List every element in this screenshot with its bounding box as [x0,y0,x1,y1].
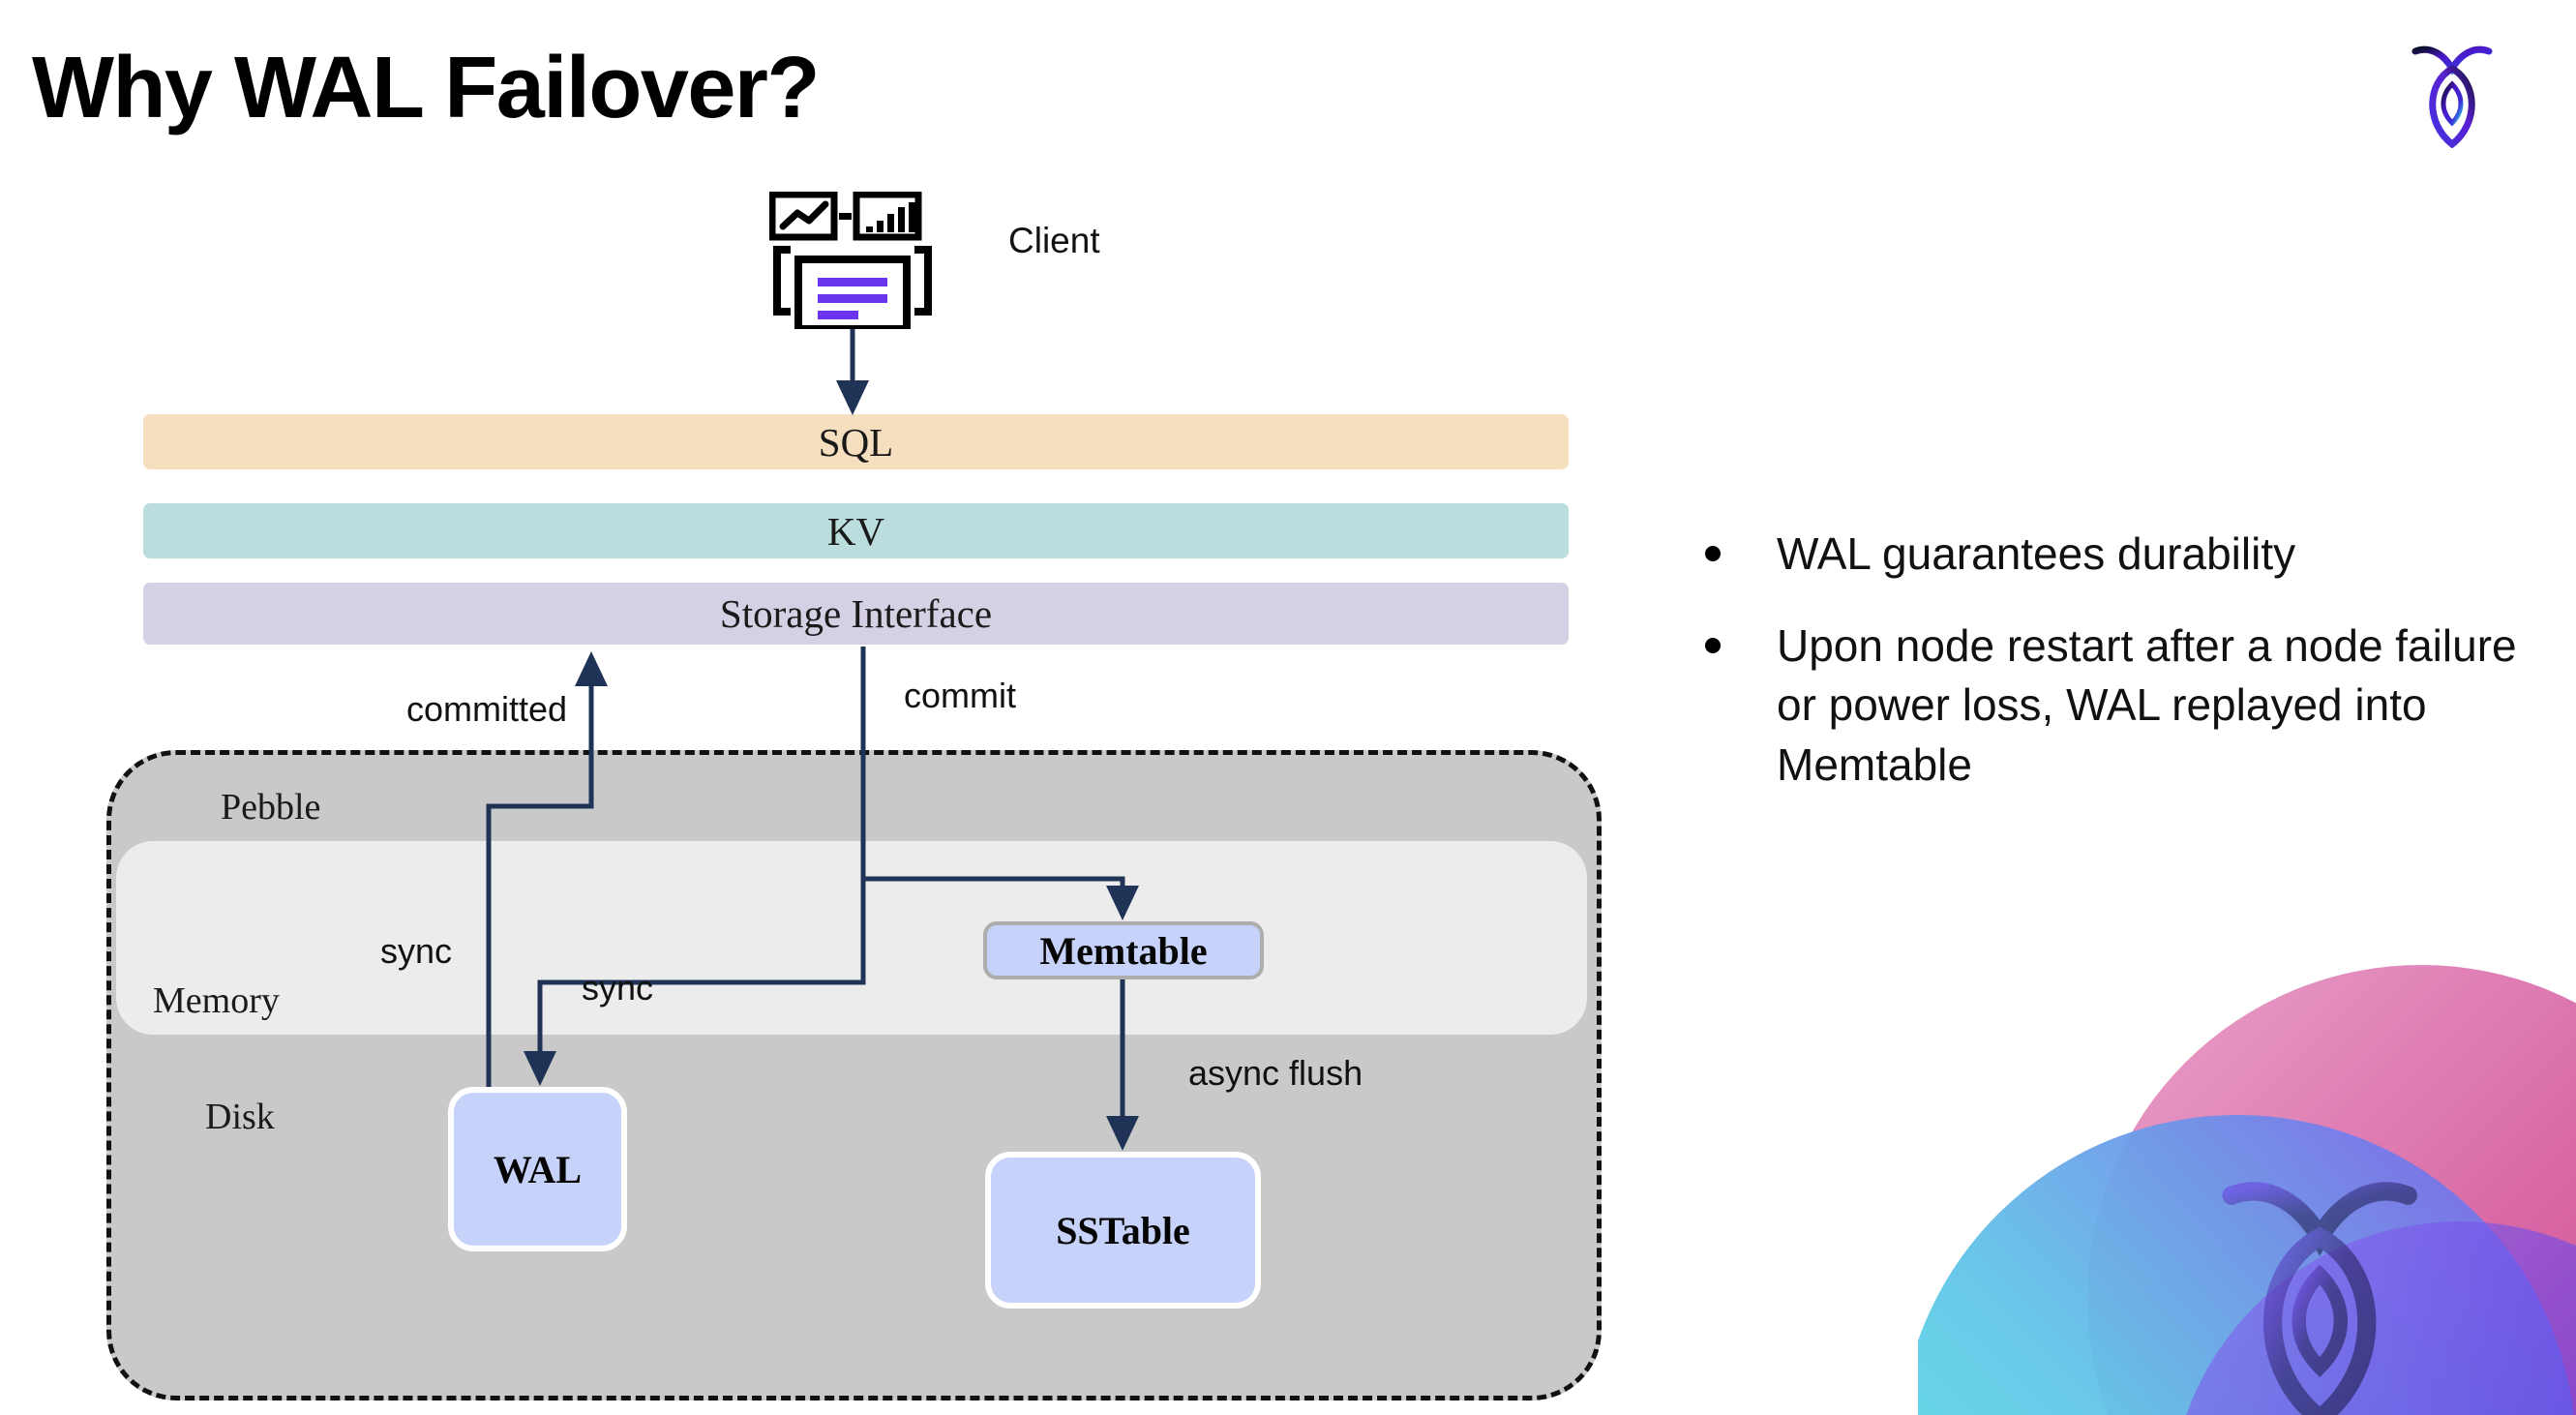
bullet-dot-icon [1705,546,1721,561]
memory-region [116,841,1587,1035]
layer-bar-sql: SQL [143,414,1569,469]
list-item: WAL guarantees durability [1705,525,2557,584]
client-dashboard-icon [768,191,936,333]
bullet-text: Upon node restart after a node failure o… [1777,620,2517,790]
node-memtable: Memtable [983,921,1264,979]
layer-bar-kv-label: KV [826,508,885,554]
edge-label-sync-wal: sync [582,968,654,1008]
edge-label-async-flush: async flush [1188,1053,1363,1093]
layer-bar-storage-interface-label: Storage Interface [719,591,993,636]
node-wal-label: WAL [493,1147,583,1191]
edge-label-sync-committed: sync [380,931,453,971]
memory-region-label: Memory [153,980,280,1021]
node-wal: WAL [448,1087,627,1251]
bullet-dot-icon [1705,638,1721,654]
disk-region-label: Disk [205,1097,275,1137]
cockroachdb-logo-icon [2406,34,2499,149]
pebble-label: Pebble [221,787,321,828]
edge-label-commit: commit [904,676,1016,715]
page-title: Why WAL Failover? [32,40,820,136]
layer-bar-sql-label: SQL [818,419,894,465]
bar-chart-icon [853,191,922,241]
layer-bar-storage-interface: Storage Interface [143,583,1569,645]
line-chart-icon [768,191,838,241]
decorative-corner-graphic [1918,912,2576,1415]
node-memtable-label: Memtable [1039,928,1208,973]
list-item: Upon node restart after a node failure o… [1705,617,2557,795]
client-label: Client [1008,221,1100,260]
bullet-list: WAL guarantees durability Upon node rest… [1705,525,2557,828]
document-lines-icon [794,256,911,333]
node-sstable: SSTable [985,1152,1261,1309]
node-sstable-label: SSTable [1056,1208,1190,1252]
dash-separator-icon [839,213,852,220]
bullet-text: WAL guarantees durability [1777,528,2296,579]
edge-label-committed: committed [406,689,568,729]
layer-bar-kv: KV [143,503,1569,558]
